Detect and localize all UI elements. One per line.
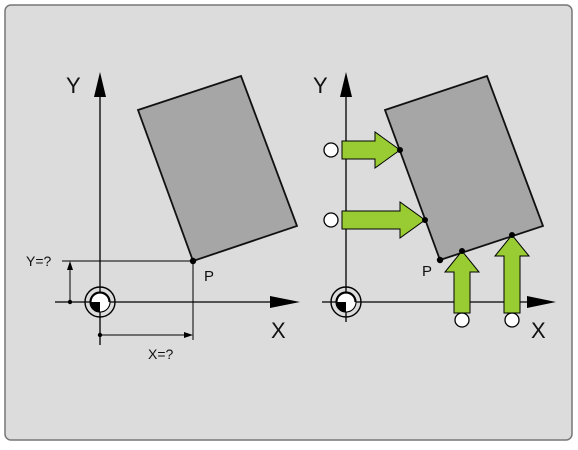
right-point-p-label: P — [422, 263, 432, 280]
probe-arrow-left-vertical — [443, 248, 481, 328]
left-y-dimension-start-dot — [67, 299, 73, 305]
right-axis-y-label: Y — [313, 73, 328, 98]
right-origin-icon — [329, 285, 363, 319]
probe-contact-point-lower — [422, 217, 428, 223]
right-workpiece-rectangle — [383, 74, 545, 262]
probe-start-circle-lower — [323, 212, 339, 228]
left-x-dimension-arrowhead — [184, 332, 193, 338]
left-y-dimension-arrowhead — [67, 261, 73, 270]
probe-start-circle-upper — [323, 142, 339, 158]
probe-start-circle-left-vertical — [454, 312, 470, 328]
right-axis-x-label: X — [531, 318, 546, 343]
left-diagram: Y X P X=? Y=? — [26, 72, 300, 362]
right-diagram: Y X P — [313, 72, 556, 343]
probe-arrow-upper — [323, 131, 403, 169]
left-x-dimension-start-dot — [97, 332, 103, 338]
left-y-dimension-label: Y=? — [26, 253, 52, 269]
left-workpiece-rectangle — [136, 74, 299, 263]
left-x-dimension-label: X=? — [148, 346, 174, 362]
probe-start-circle-right-vertical — [504, 312, 520, 328]
left-axis-x-label: X — [271, 318, 286, 343]
right-point-p — [436, 256, 444, 264]
right-x-axis-arrow — [527, 296, 556, 308]
probe-contact-point-upper — [397, 147, 403, 153]
right-y-axis-arrow — [340, 72, 352, 97]
probe-arrow-right-vertical-shape — [493, 234, 531, 314]
probe-arrow-upper-shape — [341, 131, 401, 169]
probe-contact-point-left-vertical — [459, 248, 465, 254]
left-origin-icon — [83, 285, 117, 319]
left-point-p-label: P — [204, 268, 214, 285]
probe-contact-point-right-vertical — [509, 232, 515, 238]
probe-arrow-right-vertical — [493, 232, 531, 328]
probe-arrow-left-vertical-shape — [443, 250, 481, 314]
left-y-axis-arrow — [94, 72, 106, 97]
probe-arrow-lower — [323, 201, 428, 239]
probe-arrow-lower-shape — [341, 201, 426, 239]
left-x-axis-arrow — [270, 296, 300, 308]
left-axis-y-label: Y — [66, 73, 81, 98]
